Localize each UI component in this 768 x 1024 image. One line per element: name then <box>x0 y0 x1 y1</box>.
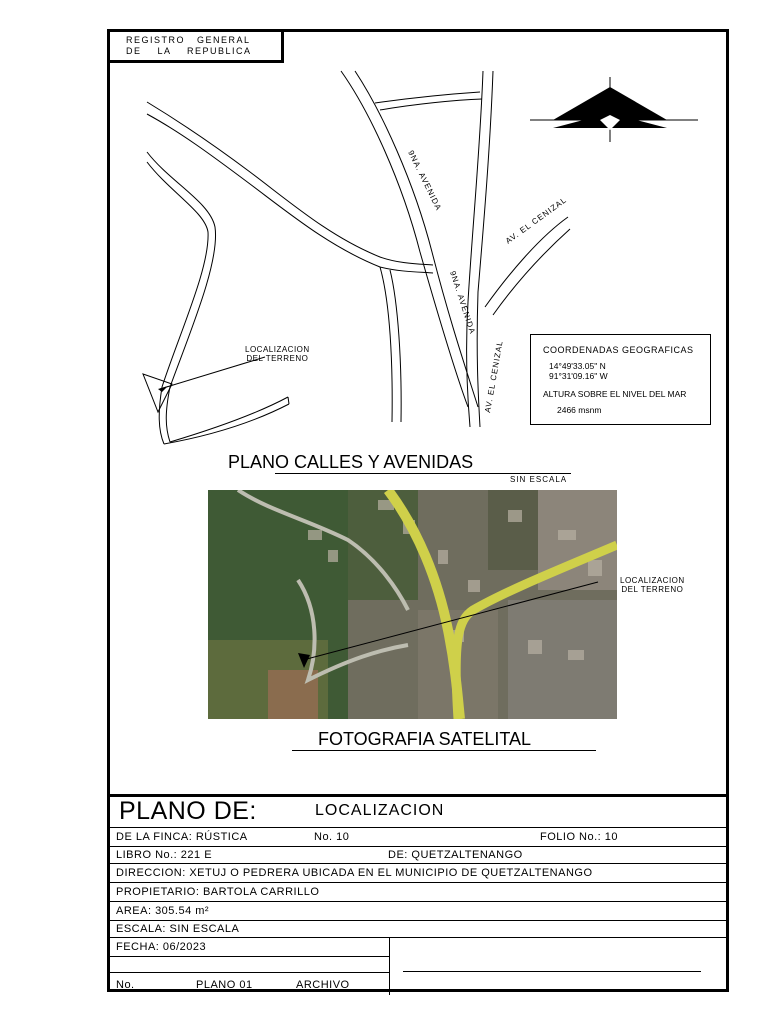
road-right-2 <box>476 70 494 428</box>
map-location-label: LOCALIZACION DEL TERRENO <box>245 345 310 363</box>
tb-row-plano-num: No. PLANO 01 ARCHIVO <box>110 973 389 995</box>
tb-row-finca: DE LA FINCA: RÚSTICA No. 10 FOLIO No.: 1… <box>110 828 726 847</box>
road-west-1 <box>146 101 434 266</box>
road-lower-2 <box>389 269 402 423</box>
road-top-2 <box>379 98 483 111</box>
tb-row-blank <box>110 957 389 973</box>
street-lines <box>142 70 571 445</box>
plot-triangle <box>142 373 173 414</box>
altitude-label: ALTURA SOBRE EL NIVEL DEL MAR <box>543 389 687 399</box>
road-winding-1 <box>146 151 217 443</box>
propietario: PROPIETARIO: BARTOLA CARRILLO <box>116 886 320 898</box>
registry-box: REGISTRO GENERAL DE LA REPUBLICA <box>110 32 284 63</box>
plano-number: PLANO 01 <box>196 979 253 991</box>
registry-line-2: DE LA REPUBLICA <box>126 46 252 56</box>
coordinates-box: COORDENADAS GEOGRAFICAS 14°49'33.05" N 9… <box>530 334 711 425</box>
road-winding-2 <box>146 161 209 445</box>
road-bottom-2 <box>163 403 290 445</box>
satellite-location-line-2: DEL TERRENO <box>621 585 684 594</box>
road-cenizal-2 <box>492 228 571 316</box>
label-9na-a: 9NA. AVENIDA <box>406 149 443 212</box>
coordinates-title: COORDENADAS GEOGRAFICAS <box>543 345 694 355</box>
satellite-image <box>208 490 617 719</box>
altitude-value: 2466 msnm <box>557 405 602 415</box>
tb-row-direccion: DIRECCION: XETUJ O PEDRERA UBICADA EN EL… <box>110 864 726 883</box>
road-west-2 <box>146 113 434 274</box>
label-cenizal-b: AV. EL CENIZAL <box>483 340 505 414</box>
street-plan-scale: SIN ESCALA <box>510 475 568 484</box>
tb-row-libro: LIBRO No.: 221 E DE: QUETZALTENANGO <box>110 847 726 864</box>
location-leader <box>159 356 266 390</box>
street-map: 9NA. AVENIDA 9NA. AVENIDA AV. EL CENIZAL… <box>142 70 698 445</box>
satellite-underline <box>292 750 596 751</box>
street-plan-title: PLANO CALLES Y AVENIDAS <box>228 452 474 472</box>
signature-line <box>403 971 701 972</box>
plano-no-label: No. <box>116 979 135 991</box>
location-marker <box>158 386 168 392</box>
tb-row-plano: PLANO DE: LOCALIZACION <box>110 797 726 828</box>
coordinates-lon: 91°31'09.16" W <box>549 371 608 381</box>
road-9na-left <box>340 70 469 408</box>
plano-value: LOCALIZACION <box>315 802 445 819</box>
area: AREA: 305.54 m² <box>116 905 210 917</box>
tb-row-fecha: FECHA: 06/2023 <box>110 938 389 957</box>
folio: FOLIO No.: 10 <box>540 831 619 843</box>
tb-row-propietario: PROPIETARIO: BARTOLA CARRILLO <box>110 883 726 902</box>
tb-divider <box>389 938 390 995</box>
fecha: FECHA: 06/2023 <box>116 941 207 953</box>
coordinates-lat: 14°49'33.05" N <box>549 361 606 371</box>
map-location-line-1: LOCALIZACION <box>245 345 310 354</box>
road-top-1 <box>374 91 481 104</box>
street-plan-underline <box>275 473 571 474</box>
road-end <box>287 396 290 405</box>
tb-row-escala: ESCALA: SIN ESCALA <box>110 921 726 938</box>
direccion: DIRECCION: XETUJ O PEDRERA UBICADA EN EL… <box>116 867 593 879</box>
satellite-location-label: LOCALIZACION DEL TERRENO <box>620 576 685 594</box>
finca-no: No. 10 <box>314 831 350 843</box>
tb-row-area: AREA: 305.54 m² <box>110 902 726 921</box>
north-arrow-icon <box>530 77 698 142</box>
satellite-photo <box>208 490 617 719</box>
road-9na-right <box>354 70 479 408</box>
road-bottom-1 <box>169 396 289 443</box>
finca: DE LA FINCA: RÚSTICA <box>116 831 248 843</box>
escala: ESCALA: SIN ESCALA <box>116 923 240 935</box>
satellite-title: FOTOGRAFIA SATELITAL <box>318 729 532 749</box>
registry-line-1: REGISTRO GENERAL <box>126 35 251 45</box>
road-cenizal-1 <box>484 216 569 308</box>
plan-sheet: REGISTRO GENERAL DE LA REPUBLICA <box>107 29 729 995</box>
libro: LIBRO No.: 221 E <box>116 849 213 861</box>
map-location-line-2: DEL TERRENO <box>246 354 309 363</box>
satellite-location-line-1: LOCALIZACION <box>620 576 685 585</box>
plano-label: PLANO DE: <box>119 797 257 825</box>
road-right-1 <box>466 70 484 428</box>
road-lower-1 <box>379 266 393 423</box>
title-block: PLANO DE: LOCALIZACION DE LA FINCA: RÚST… <box>110 794 726 995</box>
label-cenizal-a: AV. EL CENIZAL <box>504 195 569 245</box>
departamento: DE: QUETZALTENANGO <box>388 849 523 861</box>
archivo: ARCHIVO <box>296 979 350 991</box>
